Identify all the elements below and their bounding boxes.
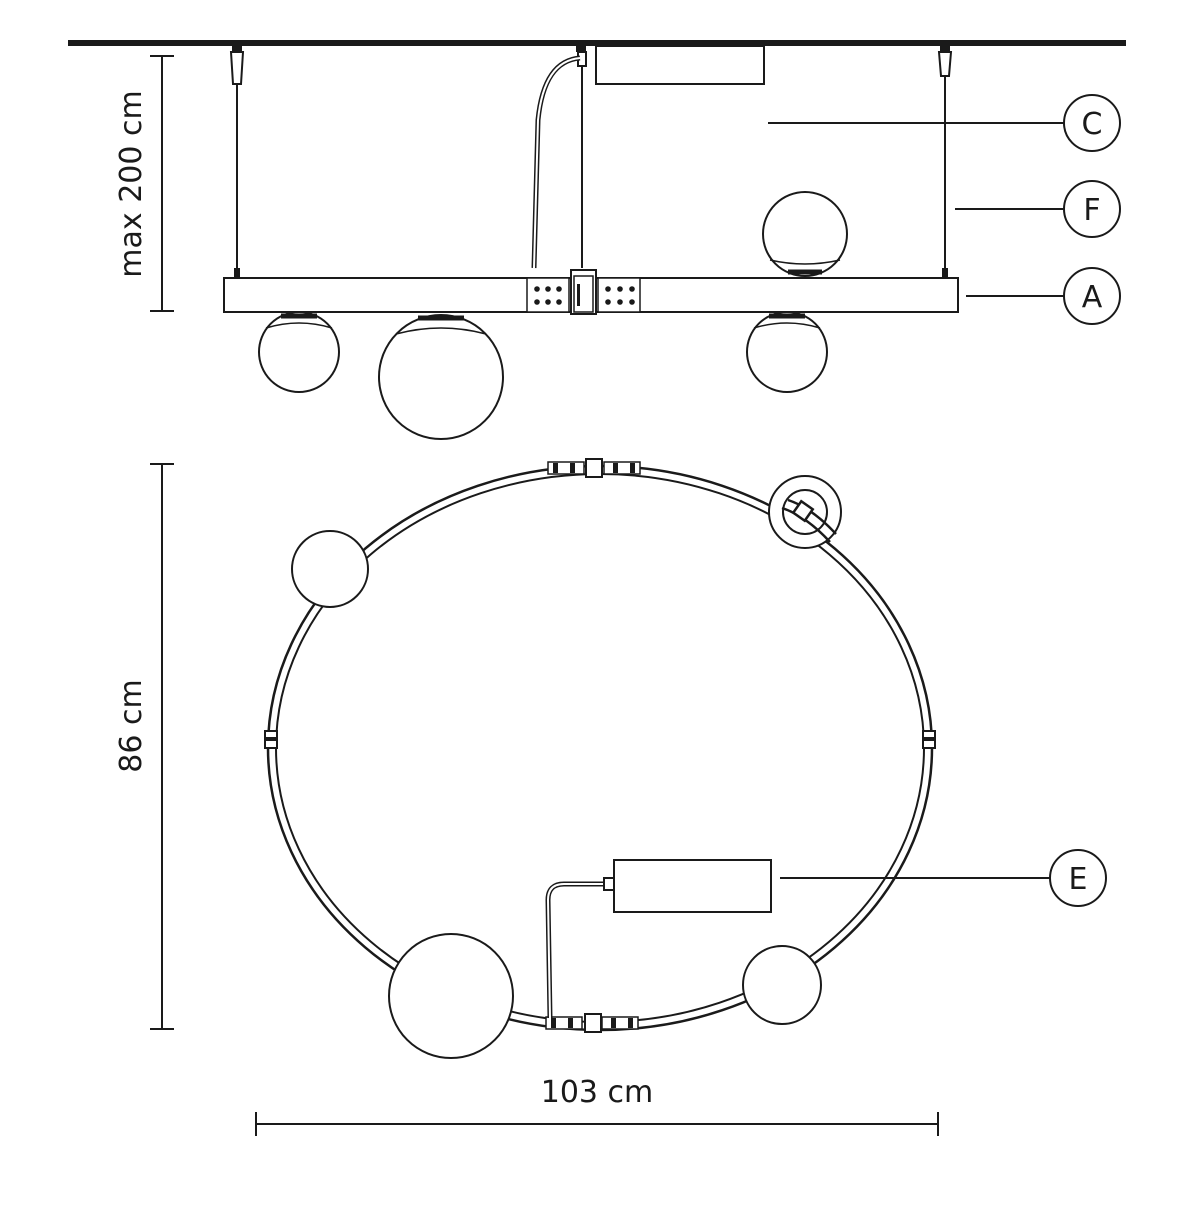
lower-globe-left xyxy=(258,311,340,393)
globe-bottom-large xyxy=(388,933,514,1059)
ring-outer xyxy=(266,464,934,1032)
lower-globe-large xyxy=(378,314,504,440)
lower-globe-right xyxy=(746,311,828,393)
side-view: C F xyxy=(68,40,1126,440)
driver-box-top xyxy=(545,859,772,1019)
ring-bar-side xyxy=(223,269,959,315)
callout-f-label: F xyxy=(1083,193,1100,228)
callout-f-circle xyxy=(1063,180,1121,238)
callout-e-circle xyxy=(1049,849,1107,907)
top-view: E 86 cm 103 cm xyxy=(114,458,1107,1136)
callout-e-label: E xyxy=(1069,862,1088,897)
left-suspension-cable xyxy=(229,46,245,278)
ring-inner xyxy=(275,473,925,1023)
width-label: 103 cm xyxy=(541,1075,654,1110)
ceiling-canopy xyxy=(768,475,842,549)
right-suspension-cable xyxy=(937,46,953,278)
depth-label: 86 cm xyxy=(114,679,149,772)
central-suspension xyxy=(531,46,587,269)
globe-bottom-right xyxy=(742,945,822,1025)
height-label: max 200 cm xyxy=(114,90,149,277)
height-dimension xyxy=(150,55,174,312)
ring-connector-top xyxy=(547,458,641,478)
ring-joint-right xyxy=(922,730,936,749)
ring-joint-left xyxy=(264,730,278,749)
driver-box-ceiling xyxy=(595,45,765,85)
callout-c-circle xyxy=(1063,94,1121,152)
callout-c-label: C xyxy=(1082,107,1103,142)
ring-connector-bottom xyxy=(545,1013,639,1033)
callout-a-label: A xyxy=(1082,280,1103,315)
upper-globe xyxy=(762,191,848,277)
ceiling-line xyxy=(68,40,1126,46)
width-dimension xyxy=(255,1112,939,1136)
depth-dimension xyxy=(150,463,174,1030)
globe-top-left xyxy=(291,530,369,608)
callout-a-circle xyxy=(1063,267,1121,325)
